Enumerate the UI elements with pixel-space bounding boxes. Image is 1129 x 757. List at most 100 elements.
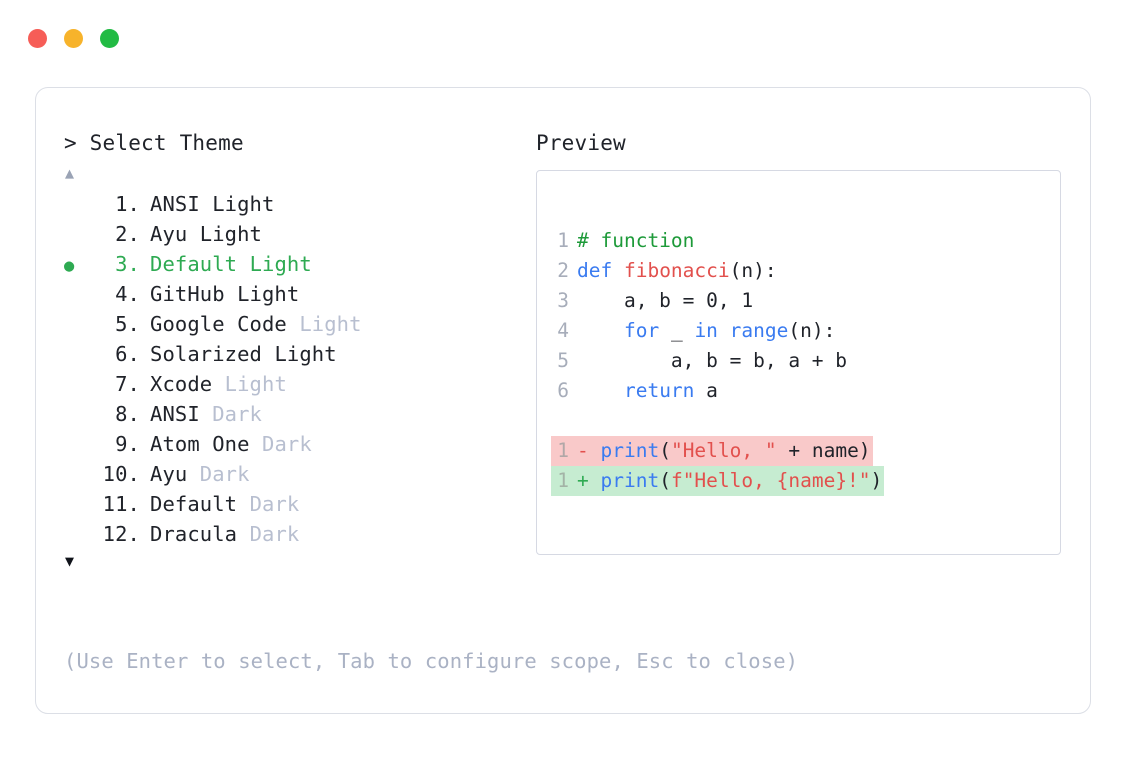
line-number: 5 (557, 349, 569, 372)
line-number: 2 (557, 259, 569, 282)
theme-item-variant: Light (212, 192, 275, 216)
theme-item-name: Solarized (150, 342, 262, 366)
theme-item-number: 10. (102, 462, 140, 486)
theme-item-name: ANSI (150, 192, 200, 216)
preview-heading: Preview (536, 131, 626, 155)
theme-item-variant: Dark (262, 432, 312, 456)
window-titlebar (0, 0, 1129, 76)
theme-item-number: 11. (102, 492, 140, 516)
code-token: def (577, 259, 624, 282)
code-line: 1 # function (551, 226, 1060, 256)
theme-item-label: Xcode Light (140, 369, 287, 399)
code-token (577, 379, 624, 402)
theme-item-number: 8. (115, 402, 140, 426)
theme-list-item[interactable]: 7.Xcode Light (64, 369, 534, 399)
diff-added-line: 1+ print(f"Hello, {name}!") (551, 466, 885, 496)
theme-item-label: Dracula Dark (140, 519, 299, 549)
line-number: 1 (557, 229, 569, 252)
diff-line: 1- print("Hello, " + name) (551, 436, 1060, 466)
window-minimize-button[interactable] (64, 28, 83, 48)
window-close-button[interactable] (28, 28, 47, 48)
code-token: _ (659, 319, 695, 342)
code-token: + name) (776, 439, 871, 462)
code-token: a, b = b, a + b (577, 349, 848, 372)
diff-sign: - (577, 439, 589, 462)
theme-item-number: 12. (102, 522, 140, 546)
code-token: # function (577, 229, 695, 252)
theme-item-label: Ayu Dark (140, 459, 250, 489)
code-token: print (600, 469, 660, 492)
theme-item-number: 3. (115, 252, 140, 276)
theme-item-label: Solarized Light (140, 339, 337, 369)
theme-item-name: Atom One (150, 432, 250, 456)
theme-list-item[interactable]: 12.Dracula Dark (64, 519, 534, 549)
code-token (577, 319, 624, 342)
code-token: a (694, 379, 718, 402)
theme-list-item[interactable]: 8.ANSI Dark (64, 399, 534, 429)
code-token: ) (870, 469, 883, 492)
theme-list-item[interactable]: 11. Default Dark (64, 489, 534, 519)
theme-item-variant: Dark (212, 402, 263, 426)
theme-item-label: Google Code Light (140, 309, 362, 339)
diff-sign: + (577, 469, 589, 492)
code-token (718, 319, 730, 342)
theme-list-item[interactable]: 1.ANSI Light (64, 189, 534, 219)
theme-item-variant: Light (199, 222, 262, 246)
code-token: range (729, 319, 789, 342)
line-number: 6 (557, 379, 569, 402)
prompt-heading: > Select Theme (64, 131, 244, 155)
line-number: 3 (557, 289, 569, 312)
theme-item-name: Ayu (150, 462, 188, 486)
theme-item-label: ANSI Dark (140, 399, 262, 429)
window-maximize-button[interactable] (100, 28, 119, 48)
code-token: print (600, 439, 660, 462)
code-line: 6 return a (551, 376, 1060, 406)
theme-item-variant: Dark (249, 522, 300, 546)
scroll-down-arrow-icon[interactable]: ▼ (65, 552, 75, 570)
theme-item-variant: Light (249, 252, 312, 276)
theme-item-label: GitHub Light (140, 279, 299, 309)
line-number: 1 (557, 439, 569, 462)
theme-item-label: Ayu Light (140, 219, 262, 249)
theme-item-variant: Dark (249, 492, 300, 516)
theme-list-item[interactable]: 2.Ayu Light (64, 219, 534, 249)
theme-item-variant: Light (237, 282, 300, 306)
code-line: 3 a, b = 0, 1 (551, 286, 1060, 316)
theme-list-item[interactable]: 10.Ayu Dark (64, 459, 534, 489)
theme-item-name: ANSI (150, 402, 200, 426)
code-token: (n): (729, 259, 777, 282)
theme-item-number: 6. (115, 342, 140, 366)
scroll-up-arrow-icon[interactable]: ▲ (65, 164, 75, 182)
theme-item-name: Default (150, 252, 238, 276)
theme-list-item[interactable]: 4.GitHub Light (64, 279, 534, 309)
code-token: a, b = 0, 1 (577, 289, 754, 312)
code-token: ( (659, 439, 671, 462)
theme-list-item[interactable]: 9.Atom One Dark (64, 429, 534, 459)
line-number: 4 (557, 319, 569, 342)
code-line: 4 for _ in range(n): (551, 316, 1060, 346)
theme-item-label: Atom One Dark (140, 429, 312, 459)
theme-item-name: Default (150, 492, 238, 516)
theme-item-number: 2. (115, 222, 140, 246)
theme-item-name: Ayu (150, 222, 188, 246)
code-token: f"Hello, {name}!" (670, 469, 871, 492)
code-token: in (694, 319, 718, 342)
theme-item-name: Google Code (150, 312, 287, 336)
theme-list-item[interactable]: ●3.Default Light (64, 249, 534, 279)
theme-list-item[interactable]: 5.Google Code Light (64, 309, 534, 339)
theme-list-item[interactable]: 6.Solarized Light (64, 339, 534, 369)
code-token: return (623, 379, 695, 402)
theme-item-name: Xcode (150, 372, 213, 396)
code-token: (n): (788, 319, 836, 342)
theme-item-variant: Light (299, 312, 362, 336)
theme-item-number: 5. (115, 312, 140, 336)
theme-item-number: 9. (115, 432, 140, 456)
theme-item-variant: Light (224, 372, 287, 396)
